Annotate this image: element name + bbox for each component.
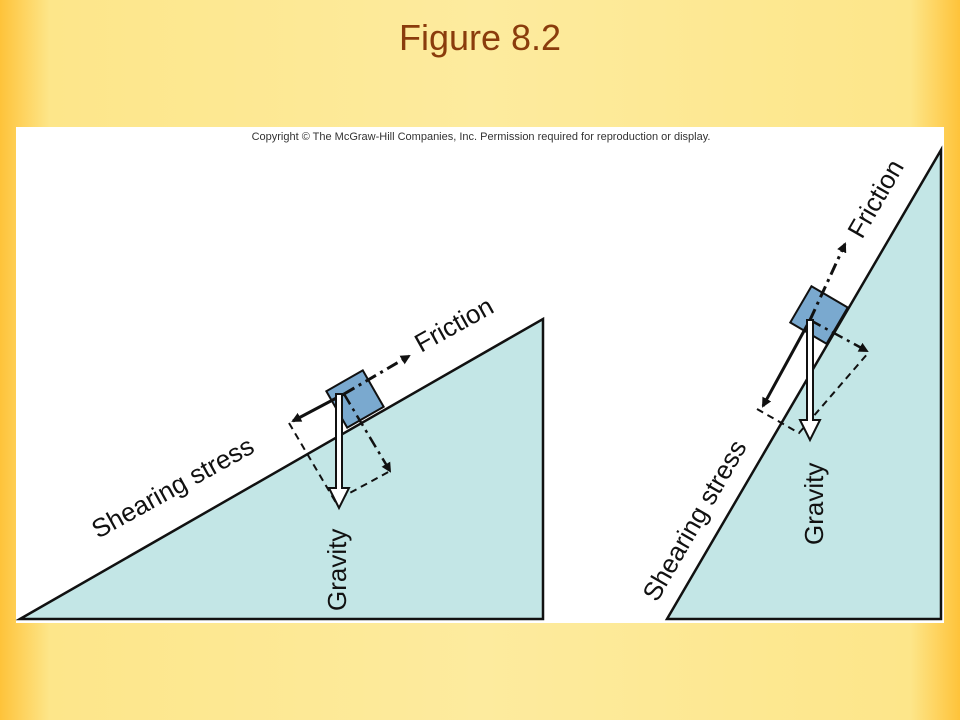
right-normal-arrow — [809, 318, 869, 353]
right-gravity-arrow — [798, 319, 822, 443]
left-gravity-arrow — [327, 393, 351, 511]
copyright-notice: Copyright © The McGraw-Hill Companies, I… — [251, 131, 711, 143]
right-friction-arrow — [808, 242, 847, 321]
left-slope-panel: Friction Shearing stress Gravity — [16, 291, 545, 621]
left-friction-label: Friction — [409, 291, 498, 359]
slope-diagram: Friction Shearing stress Gravity Frictio… — [16, 145, 943, 621]
right-shearing-arrow — [761, 319, 812, 408]
figure-panel: Copyright © The McGraw-Hill Companies, I… — [16, 127, 944, 623]
right-slope — [664, 145, 943, 621]
right-component-dashes — [756, 351, 870, 435]
slide-title: Figure 8.2 — [398, 17, 562, 58]
left-normal-arrow — [342, 393, 392, 473]
left-gravity-label: Gravity — [322, 529, 352, 611]
left-slope — [16, 316, 545, 621]
right-gravity-label: Gravity — [799, 463, 829, 545]
right-slope-panel: Friction Shearing stress Gravity — [636, 145, 943, 621]
